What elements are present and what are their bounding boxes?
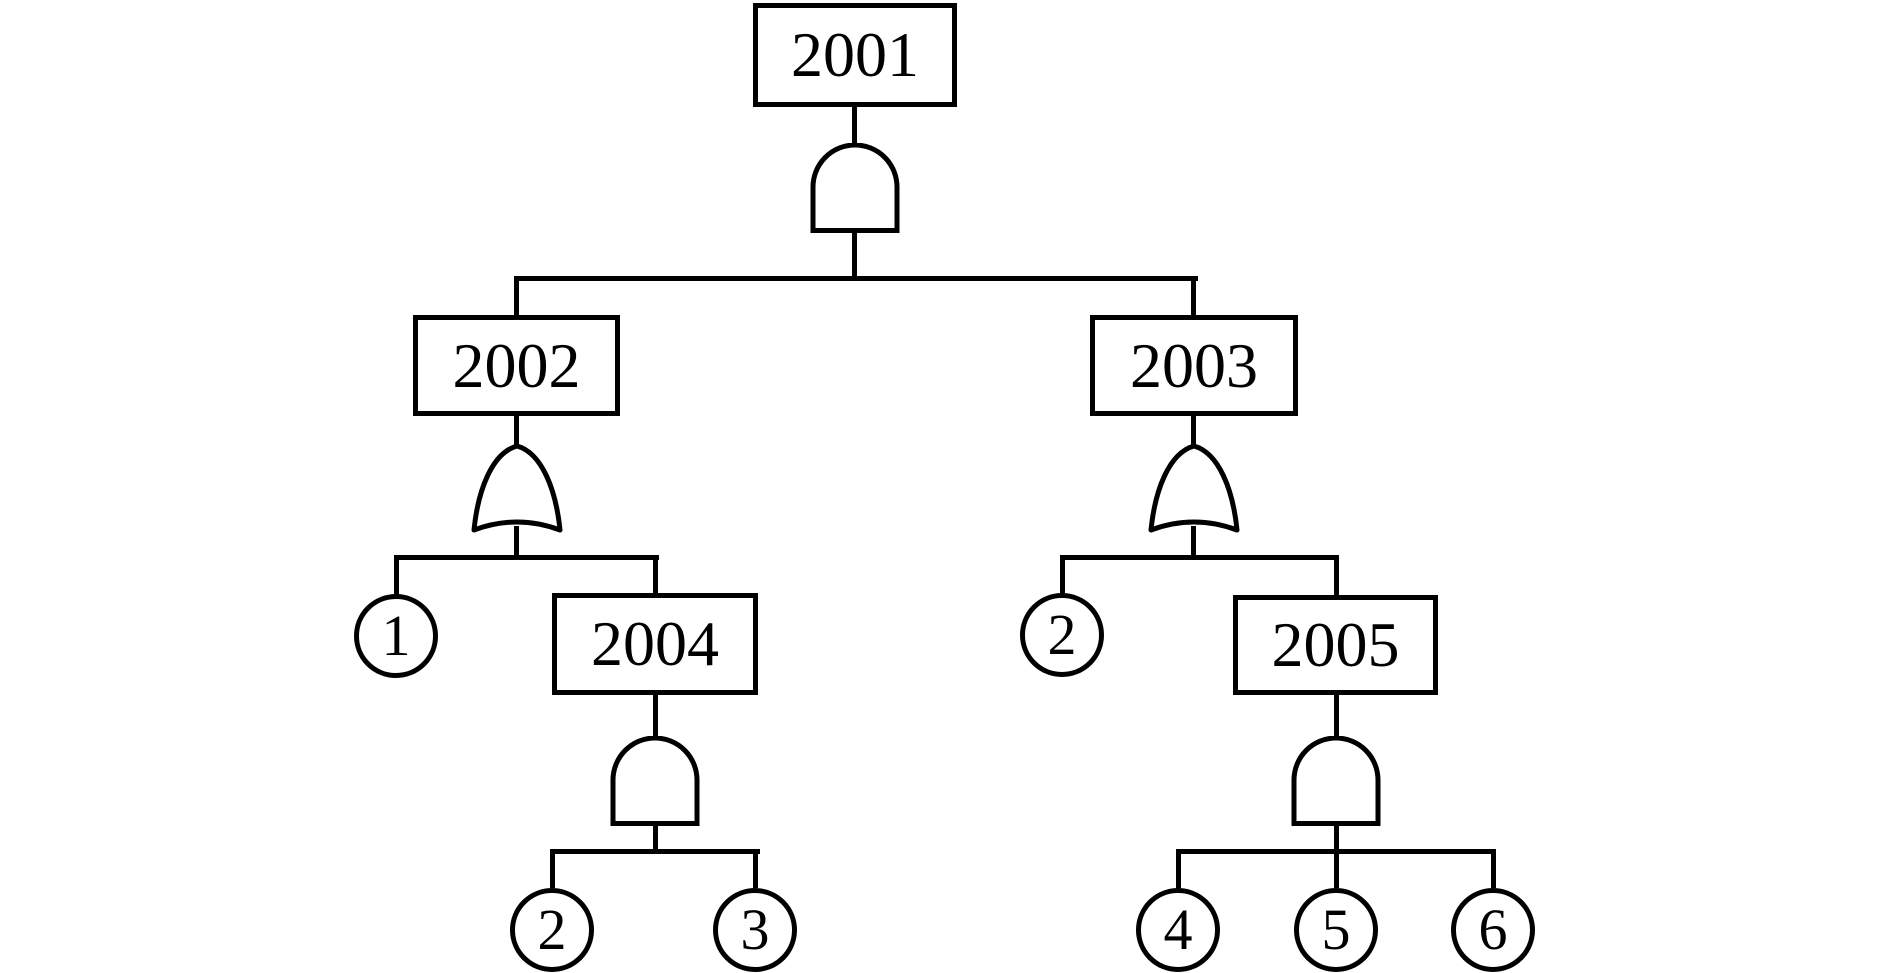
or-gate-icon [471,443,563,533]
connector-line [852,105,857,147]
connector-line [514,526,519,558]
connector-line [1191,276,1196,318]
connector-line [653,693,658,738]
connector-line [1334,555,1339,597]
basic-event-4: 4 [1136,888,1220,972]
event-box-2002: 2002 [413,315,620,416]
event-box-2004: 2004 [552,593,758,695]
basic-event-6: 6 [1451,888,1535,972]
connector-line [1176,849,1181,888]
connector-line [514,414,519,448]
connector-line [653,824,658,852]
and-gate-icon [610,736,700,826]
event-box-2001: 2001 [753,3,957,107]
connector-line [1060,555,1339,560]
connector-line [1191,414,1196,448]
basic-event-2-right: 2 [1020,593,1104,677]
and-gate-icon [1291,736,1381,826]
connector-line [1060,555,1065,595]
basic-event-5: 5 [1294,888,1378,972]
connector-line [514,276,1198,281]
connector-line [1191,526,1196,558]
connector-line [753,849,758,888]
basic-event-3: 3 [713,888,797,972]
event-box-2003: 2003 [1090,315,1298,416]
connector-line [1491,849,1496,888]
connector-line [1334,849,1339,888]
connector-line [852,230,857,280]
basic-event-1: 1 [354,594,438,678]
event-box-2005: 2005 [1233,595,1438,695]
connector-line [514,276,519,318]
connector-line [394,555,399,595]
connector-line [1334,824,1339,852]
or-gate-icon [1148,443,1240,533]
connector-line [394,555,659,560]
connector-line [550,849,555,888]
connector-line [653,555,658,595]
basic-event-2-left: 2 [510,888,594,972]
connector-line [550,849,760,854]
connector-line [1334,693,1339,738]
and-gate-icon [810,143,900,233]
